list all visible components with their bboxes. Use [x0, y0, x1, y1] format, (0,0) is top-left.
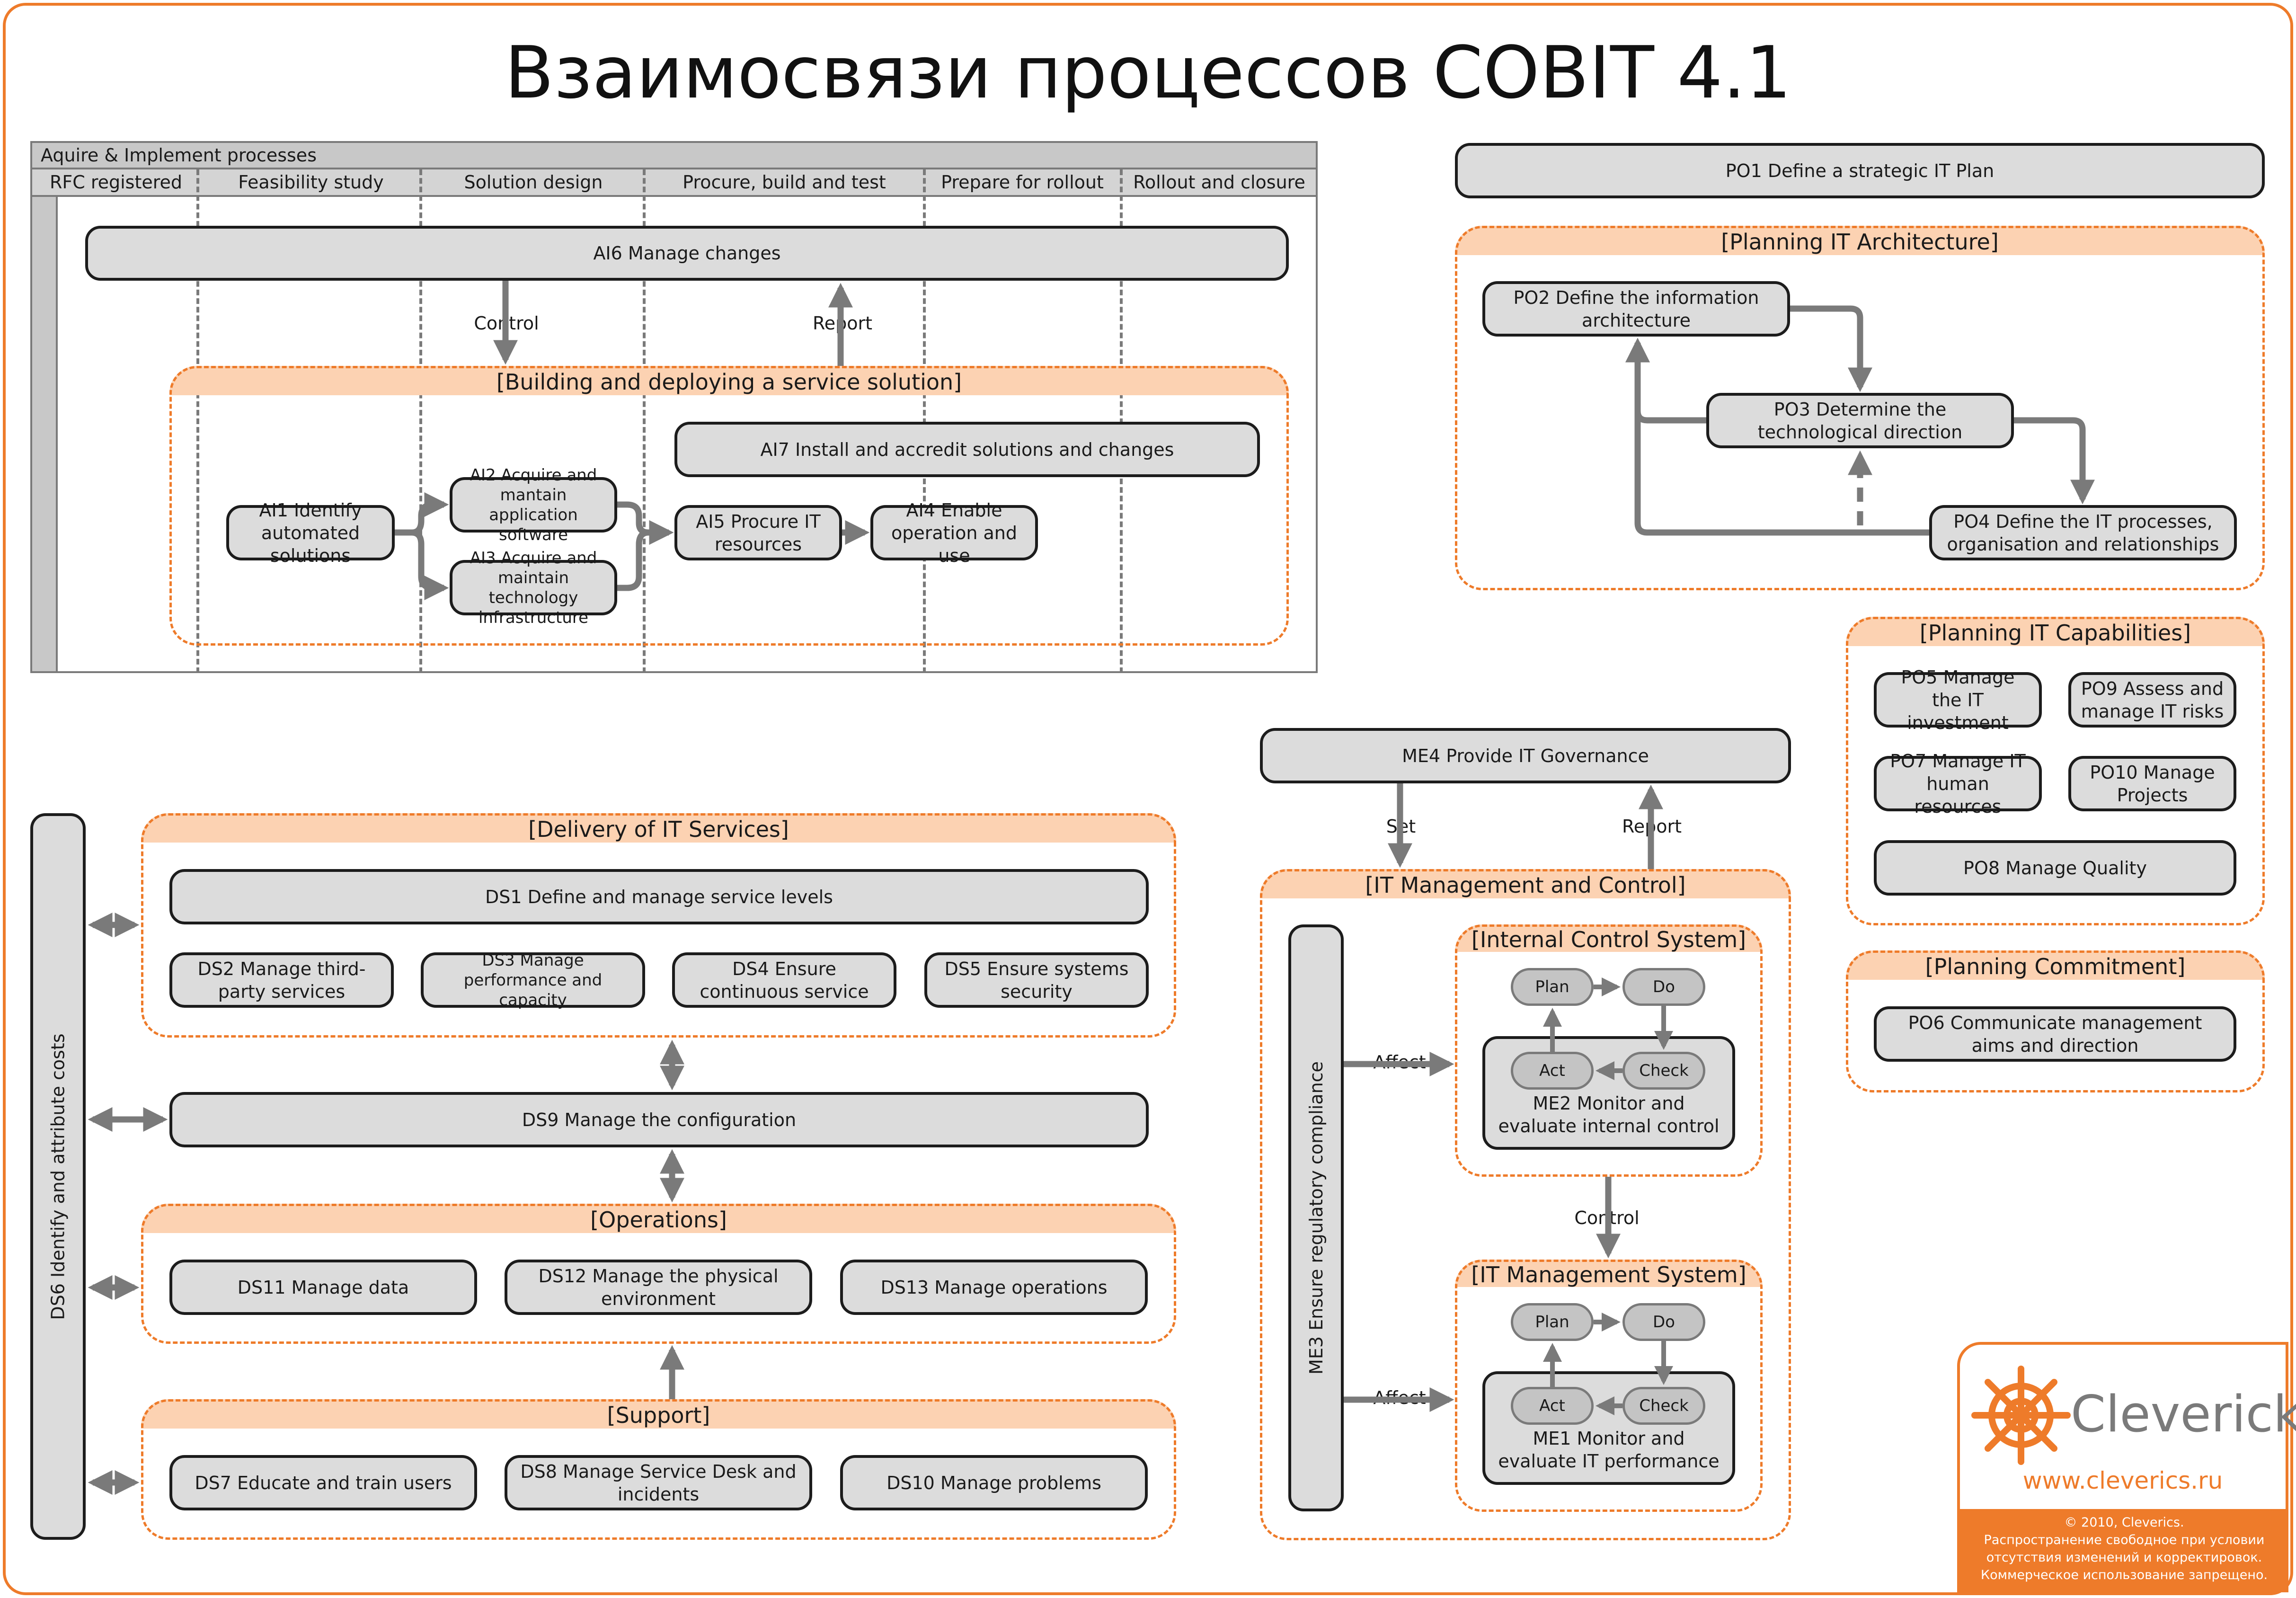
copyright-line-1: © 2010, Cleverics.	[2064, 1515, 2184, 1530]
ai6-manage-changes[interactable]: AI6 Manage changes	[85, 226, 1289, 281]
ds8-service-desk[interactable]: DS8 Manage Service Desk and incidents	[505, 1455, 812, 1510]
logo-url[interactable]: www.cleverics.ru	[2022, 1467, 2223, 1494]
ims-act: Act	[1511, 1387, 1594, 1425]
ics-plan: Plan	[1511, 968, 1594, 1006]
ai-side-strip	[30, 197, 58, 673]
phase-divider	[419, 169, 422, 673]
ai7-install-accredit[interactable]: AI7 Install and accredit solutions and c…	[674, 422, 1260, 477]
copyright-line-3: отсутствия изменений и корректировок.	[1986, 1550, 2262, 1565]
ics-act: Act	[1511, 1052, 1594, 1090]
arrow-po3-po4	[2014, 417, 2095, 505]
ds10-manage-problems[interactable]: DS10 Manage problems	[840, 1455, 1148, 1510]
phase-rollout-closure: Rollout and closure	[1133, 172, 1305, 193]
phase-divider	[923, 169, 926, 673]
planning-capabilities-header: [Planning IT Capabilities]	[1846, 617, 2265, 646]
internal-control-system-header: [Internal Control System]	[1455, 924, 1763, 952]
logo-name: Clevericks	[2071, 1385, 2296, 1443]
ds1-service-levels[interactable]: DS1 Define and manage service levels	[169, 869, 1149, 924]
page-frame	[3, 3, 2293, 1595]
phase-divider	[1120, 169, 1123, 673]
ds6-identify-costs[interactable]: DS6 Identify and attribute costs	[30, 813, 86, 1540]
copyright-footer: © 2010, Cleverics. Распространение свобо…	[1960, 1509, 2288, 1592]
phase-prepare-rollout: Prepare for rollout	[941, 172, 1104, 193]
ai-panel-header: Aquire & Implement processes	[30, 141, 1318, 169]
phase-divider	[643, 169, 646, 673]
po2-information-architecture[interactable]: PO2 Define the information architecture	[1482, 281, 1790, 337]
helm-wheel-icon	[1971, 1366, 2071, 1465]
phase-rfc-registered: RFC registered	[49, 172, 183, 193]
arrow-po4-po2	[1625, 337, 1929, 536]
building-deploying-header: [Building and deploying a service soluti…	[169, 366, 1289, 395]
ds11-manage-data[interactable]: DS11 Manage data	[169, 1260, 477, 1315]
support-header: [Support]	[141, 1399, 1176, 1429]
arrow-ai1-ai3	[395, 529, 449, 600]
ims-check: Check	[1622, 1387, 1705, 1425]
ds7-educate-users[interactable]: DS7 Educate and train users	[169, 1455, 477, 1510]
page-title: Взаимосвязи процессов COBIT 4.1	[505, 31, 1791, 115]
ai5-procure-resources[interactable]: AI5 Procure IT resources	[674, 505, 842, 560]
ds3-performance-capacity[interactable]: DS3 Manage performance and capacity	[421, 951, 645, 1010]
po6-communicate-aims[interactable]: PO6 Communicate management aims and dire…	[1874, 1006, 2236, 1062]
phase-solution-design: Solution design	[464, 172, 603, 193]
planning-architecture-header: [Planning IT Architecture]	[1455, 226, 2265, 255]
ics-do: Do	[1622, 968, 1705, 1006]
ds13-manage-operations[interactable]: DS13 Manage operations	[840, 1260, 1148, 1315]
planning-commitment-header: [Planning Commitment]	[1846, 950, 2265, 980]
arrow-po2-po3	[1790, 305, 1872, 392]
po3-technological-direction[interactable]: PO3 Determine the technological directio…	[1706, 393, 2014, 448]
copyright-line-4: Коммерческое использование запрещено.	[1980, 1568, 2268, 1582]
po9-it-risks[interactable]: PO9 Assess and manage IT risks	[2068, 672, 2236, 728]
po1-strategic-plan[interactable]: PO1 Define a strategic IT Plan	[1455, 143, 2265, 198]
operations-header: [Operations]	[141, 1204, 1176, 1233]
arrow-po3-po2	[1625, 337, 1706, 424]
po10-manage-projects[interactable]: PO10 Manage Projects	[2068, 756, 2236, 811]
copyright-line-2: Распространение свободное при условии	[1984, 1533, 2265, 1547]
ai-phase-columns: RFC registered Feasibility study Solutio…	[30, 169, 1318, 197]
me3-regulatory-compliance[interactable]: ME3 Ensure regulatory compliance	[1288, 924, 1344, 1511]
it-management-system-header: [IT Management System]	[1455, 1260, 1763, 1287]
po5-it-investment[interactable]: PO5 Manage the IT investment	[1874, 667, 2042, 733]
phase-divider	[196, 169, 199, 673]
phase-procure-build-test: Procure, build and test	[683, 172, 886, 193]
me4-it-governance[interactable]: ME4 Provide IT Governance	[1260, 728, 1791, 783]
ims-plan: Plan	[1511, 1303, 1594, 1341]
ds4-continuous-service[interactable]: DS4 Ensure continuous service	[672, 952, 896, 1008]
it-management-control-header: [IT Management and Control]	[1260, 869, 1791, 898]
ims-do: Do	[1622, 1303, 1705, 1341]
arrow-ai1-ai2	[395, 492, 449, 536]
ics-check: Check	[1622, 1052, 1705, 1090]
ds5-systems-security[interactable]: DS5 Ensure systems security	[924, 952, 1149, 1008]
arrow-ai2-ai5	[617, 501, 674, 545]
arrow-ai3-ai5	[617, 520, 674, 591]
ds9-configuration[interactable]: DS9 Manage the configuration	[169, 1092, 1149, 1147]
phase-feasibility-study: Feasibility study	[238, 172, 384, 193]
ds12-physical-environment[interactable]: DS12 Manage the physical environment	[505, 1260, 812, 1315]
po8-manage-quality[interactable]: PO8 Manage Quality	[1874, 840, 2236, 896]
ds2-third-party-services[interactable]: DS2 Manage third-party services	[169, 952, 394, 1008]
po4-it-processes[interactable]: PO4 Define the IT processes, organisatio…	[1929, 505, 2237, 560]
